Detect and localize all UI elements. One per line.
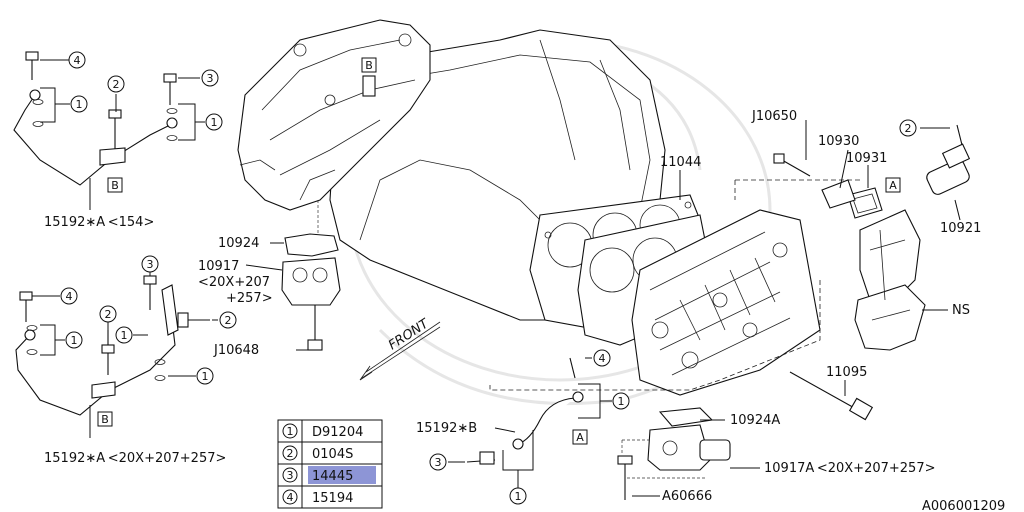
label-10917-l1: 10917 [198,259,239,274]
svg-text:2: 2 [113,78,120,91]
label-ns: NS [952,303,970,318]
label-10931: 10931 [846,151,887,166]
svg-text:3: 3 [287,469,294,482]
legend-row-1: 1 D91204 [282,423,363,440]
label-a60666: A60666 [662,489,712,504]
svg-text:A: A [889,179,897,192]
oil-valve-10917a [617,407,731,500]
svg-text:1: 1 [618,395,625,408]
svg-text:4: 4 [287,491,294,504]
legend-table: 1 D91204 2 0104S 3 14445 4 15194 [277,419,383,509]
label-15192b: 15192∗B [416,421,477,436]
svg-text:1: 1 [71,334,78,347]
svg-text:B: B [111,179,119,192]
svg-text:3: 3 [207,72,214,85]
label-j10650: J10650 [751,109,797,124]
svg-text:1: 1 [287,425,294,438]
marker-3-tl: 3 [201,69,219,87]
head-guide-lines [489,179,860,391]
svg-text:2: 2 [905,122,912,135]
oil-pipe-b [466,357,584,465]
marker-1-mc: 1 [115,326,133,344]
svg-text:2: 2 [225,314,232,327]
marker-1-tl: 1 [70,95,88,113]
bolt-j10650 [773,153,811,177]
marker-3-ml: 3 [141,255,159,273]
svg-text:D91204: D91204 [312,425,363,440]
label-11095: 11095 [826,365,867,380]
svg-text:4: 4 [74,54,81,67]
svg-text:14445: 14445 [312,469,353,484]
label-10930: 10930 [818,134,859,149]
marker-2-mr: 2 [219,311,237,329]
oil-pipe-a-20x [15,275,210,416]
svg-text:3: 3 [435,456,442,469]
valve-guide-lines [621,439,705,479]
marker-2-r: 2 [899,119,917,137]
valve-body-right [821,179,926,351]
label-10917a: 10917A <20X+207+257> [764,461,936,476]
label-11044: 11044 [660,155,701,170]
front-arrow: FRONT [359,316,441,381]
marker-4-tl: 4 [68,51,86,69]
svg-text:1: 1 [76,98,83,111]
svg-text:1: 1 [202,370,209,383]
front-label: FRONT [386,316,432,353]
marker-4-bc: 4 [593,349,611,367]
cylinder-head [631,209,821,396]
ref-box-b-tl: B [107,177,123,193]
ref-box-a-right: A [885,177,901,193]
svg-text:1: 1 [211,116,218,129]
svg-text:4: 4 [599,352,606,365]
svg-text:B: B [365,59,373,72]
oil-valve-10917 [281,233,341,351]
label-10917-l2: <20X+207 [198,275,270,290]
callout-lines [32,59,961,497]
figure-id: A006001209 [922,499,1005,512]
marker-3-bc: 3 [429,453,447,471]
marker-1-tr: 1 [205,113,223,131]
circled-markers: 4 1 2 3 1 3 4 2 2 1 1 1 2 4 1 3 1 [60,51,917,505]
svg-text:1: 1 [121,329,128,342]
marker-2-ml: 2 [99,305,117,323]
oil-pipe-a-154 [13,51,178,186]
svg-text:1: 1 [515,490,522,503]
marker-1-ml: 1 [65,331,83,349]
label-10917-l3: +257> [226,291,273,306]
legend-highlight [308,466,376,484]
marker-2-tl: 2 [107,75,125,93]
ref-box-a-bottom: A [572,429,588,445]
svg-text:A: A [576,431,584,444]
marker-1-bb: 1 [509,487,527,505]
ref-box-b-top: B [361,57,377,73]
label-j10648: J10648 [213,343,259,358]
oil-valve-10921 [926,124,971,195]
svg-text:4: 4 [66,290,73,303]
svg-text:2: 2 [105,308,112,321]
marker-1-mb: 1 [196,367,214,385]
part-labels: 15192∗A <154> 15192∗A <20X+207+257> 1092… [44,109,1005,512]
label-10924a: 10924A [730,413,780,428]
svg-text:0104S: 0104S [312,447,353,462]
legend-row-2: 2 0104S [282,445,353,462]
ref-box-b-ml: B [97,411,113,427]
marker-1-bc: 1 [612,392,630,410]
marker-4-ml: 4 [60,287,78,305]
label-10924: 10924 [218,236,259,251]
svg-text:B: B [101,413,109,426]
svg-text:2: 2 [287,447,294,460]
label-10921: 10921 [940,221,981,236]
legend-row-3: 3 14445 [282,467,353,484]
svg-text:15194: 15194 [312,491,353,506]
label-15192a-154: 15192∗A <154> [44,215,154,230]
head-bolt-11095 [789,371,874,421]
ref-boxes: B B B A A [97,57,901,445]
legend-row-4: 4 15194 [282,489,353,506]
label-15192a-20x: 15192∗A <20X+207+257> [44,451,226,466]
svg-text:3: 3 [147,258,154,271]
